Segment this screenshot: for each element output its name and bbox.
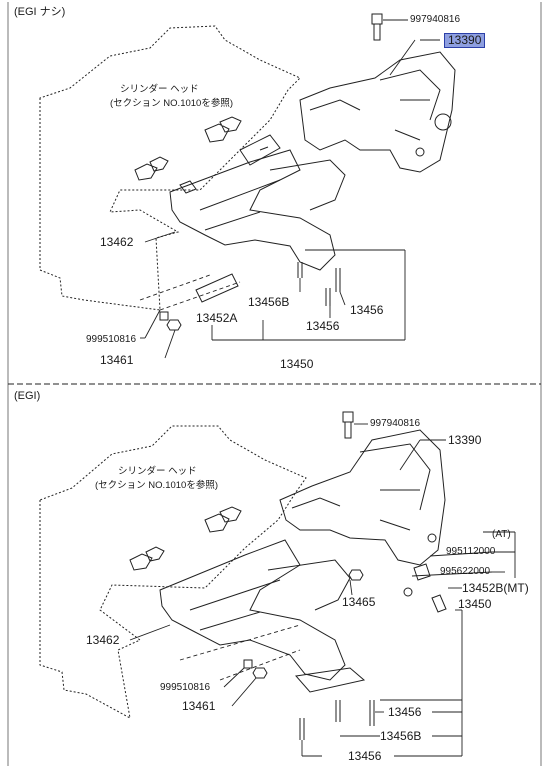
part-13456-bottom-a[interactable]: 13456 <box>388 705 422 719</box>
part-13450-bottom[interactable]: 13450 <box>458 597 492 611</box>
part-13390-top-highlighted[interactable]: 13390 <box>444 33 486 48</box>
leaders-bottom <box>129 423 516 757</box>
part-13465-bottom[interactable]: 13465 <box>342 595 376 609</box>
part-13452A-top[interactable]: 13452A <box>196 311 238 325</box>
bolt-bottom <box>342 411 354 439</box>
cylinder-head-ref-bottom: (セクション NO.1010を参照) <box>95 480 218 491</box>
exhaust-manifold-bottom <box>159 539 346 681</box>
part-13390-bottom[interactable]: 13390 <box>448 433 482 447</box>
part-13461-bottom[interactable]: 13461 <box>182 699 216 713</box>
part-13452B-bottom[interactable]: 13452B(MT) <box>462 581 529 595</box>
bolt-top <box>371 13 383 41</box>
studs-top <box>297 262 341 306</box>
heat-cover-top <box>299 51 456 173</box>
studs-bottom <box>299 700 375 740</box>
part-999510816-top[interactable]: 999510816 <box>86 334 137 345</box>
part-997940816-bottom[interactable]: 997940816 <box>370 418 421 429</box>
head-ports-bottom <box>129 506 242 571</box>
part-13456-top-a[interactable]: 13456 <box>350 303 384 317</box>
part-13456B-bottom[interactable]: 13456B <box>380 729 422 743</box>
exhaust-manifold-top <box>169 149 336 271</box>
part-13456-top-b[interactable]: 13456 <box>306 319 340 333</box>
part-13456-bottom-b[interactable]: 13456 <box>348 749 382 763</box>
head-ports-top <box>134 116 242 181</box>
part-995112000-bottom[interactable]: 995112000 <box>446 546 496 557</box>
at-note: (AT) <box>492 529 511 540</box>
section-header-bottom: (EGI) <box>14 390 41 402</box>
part-13462-bottom[interactable]: 13462 <box>86 633 120 647</box>
cylinder-head-outline-top <box>39 25 301 311</box>
leaders-top <box>139 19 440 359</box>
part-13450-top[interactable]: 13450 <box>280 357 314 371</box>
part-13462-top[interactable]: 13462 <box>100 235 134 249</box>
part-995622000-bottom[interactable]: 995622000 <box>440 566 491 577</box>
part-13456B-top[interactable]: 13456B <box>248 295 290 309</box>
cylinder-head-ref-top: (セクション NO.1010を参照) <box>110 98 233 109</box>
section-header-top: (EGI ナシ) <box>14 6 66 18</box>
cylinder-head-label-top: シリンダー ヘッド <box>120 84 199 95</box>
part-997940816-top[interactable]: 997940816 <box>410 14 461 25</box>
cylinder-head-outline-bottom <box>39 425 307 719</box>
heat-cover-bottom <box>279 429 446 566</box>
cylinder-head-label-bottom: シリンダー ヘッド <box>118 466 197 477</box>
part-13461-top[interactable]: 13461 <box>100 353 134 367</box>
part-999510816-bottom[interactable]: 999510816 <box>160 682 211 693</box>
